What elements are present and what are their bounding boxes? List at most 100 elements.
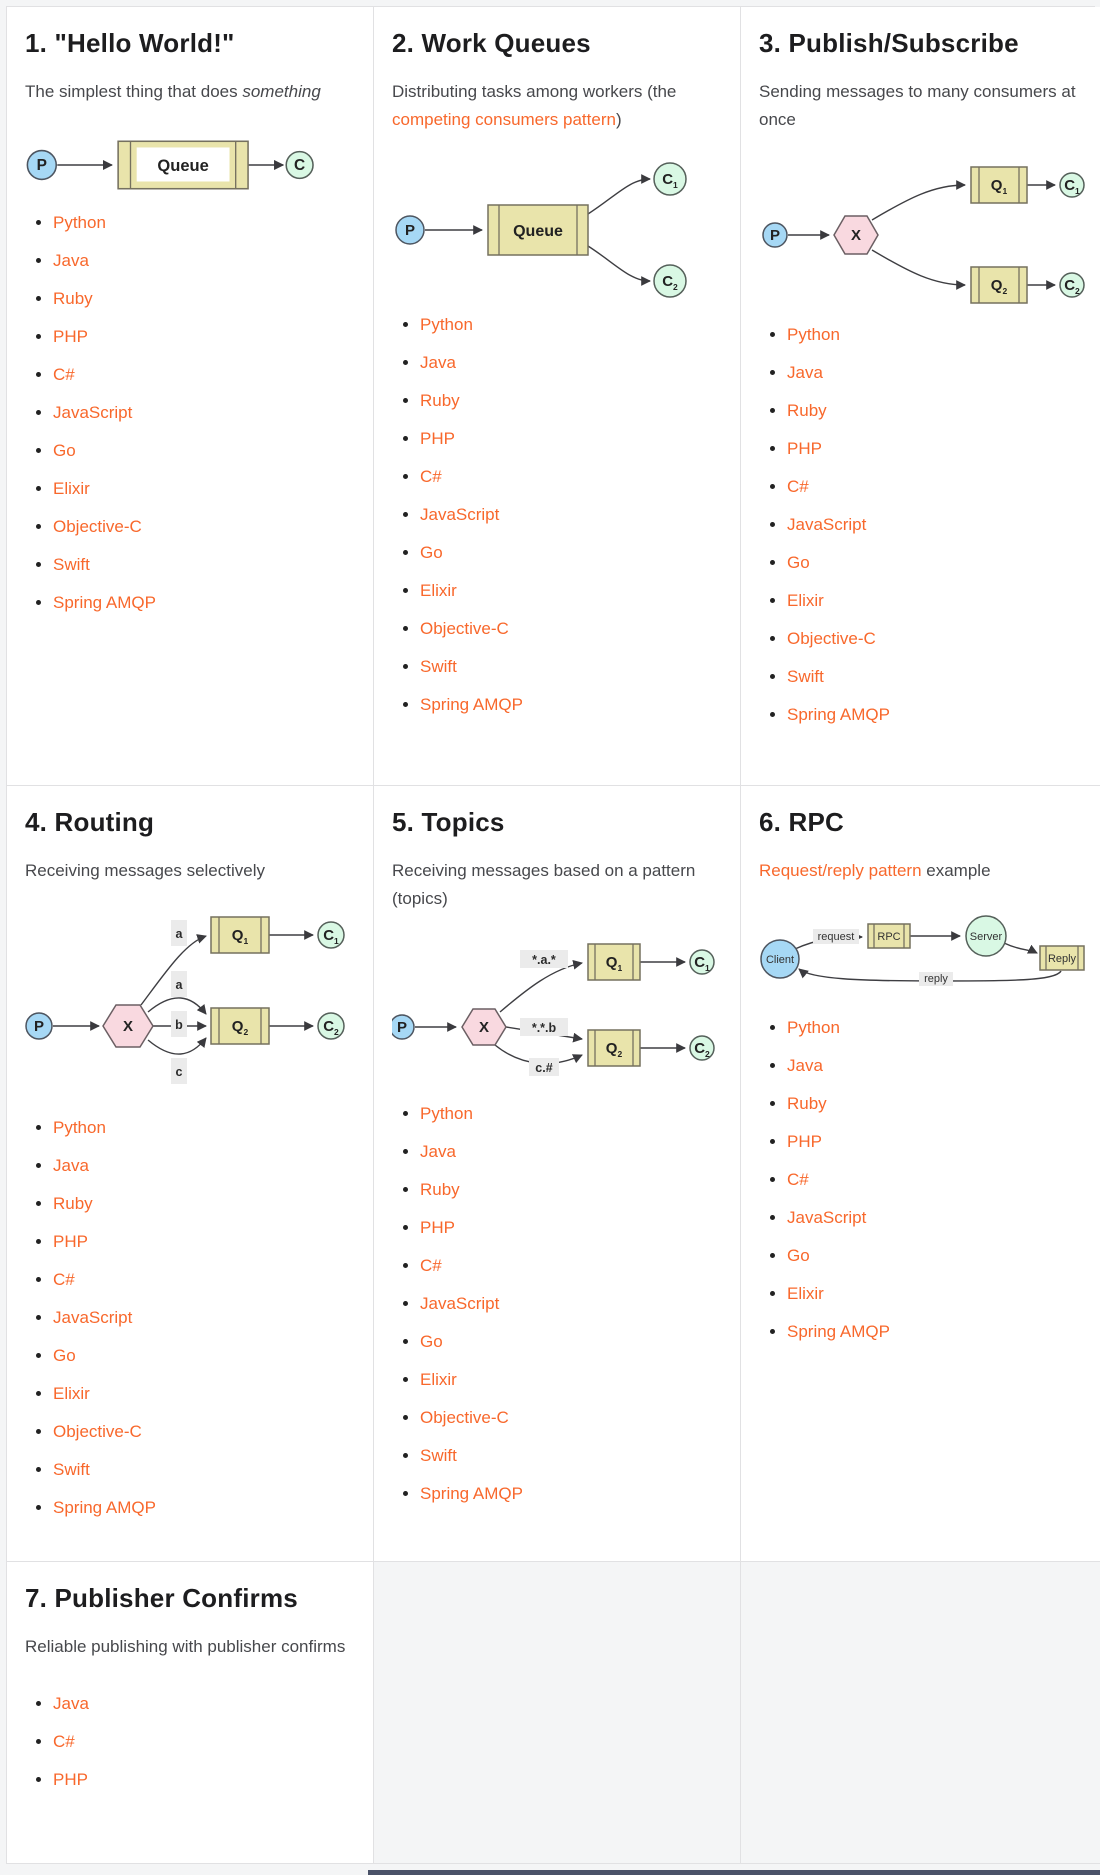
svg-text:Queue: Queue	[513, 223, 563, 240]
language-link[interactable]: Spring AMQP	[53, 592, 156, 612]
card-publisher-confirms: 7. Publisher Confirms Reliable publishin…	[7, 1562, 374, 1864]
binding-label-a1: a	[171, 919, 187, 946]
language-link[interactable]: JavaScript	[420, 504, 500, 524]
language-link[interactable]: C#	[787, 476, 809, 496]
language-link[interactable]: Elixir	[53, 1383, 90, 1403]
language-link[interactable]: Ruby	[787, 1093, 827, 1113]
language-link[interactable]: Python	[53, 1117, 106, 1137]
language-link[interactable]: Go	[420, 1331, 443, 1351]
language-link[interactable]: Objective-C	[420, 1407, 509, 1427]
language-link[interactable]: Java	[420, 352, 456, 372]
language-link[interactable]: Spring AMQP	[787, 1321, 890, 1341]
language-link[interactable]: Elixir	[787, 590, 824, 610]
language-link[interactable]: Swift	[420, 1445, 457, 1465]
language-item: Swift	[53, 554, 355, 575]
language-item: Spring AMQP	[787, 704, 1089, 725]
language-item: Python	[787, 324, 1089, 345]
language-link[interactable]: Elixir	[420, 580, 457, 600]
language-link[interactable]: Objective-C	[53, 516, 142, 536]
language-link[interactable]: Spring AMQP	[420, 694, 523, 714]
language-link[interactable]: Go	[53, 440, 76, 460]
language-item: Swift	[53, 1459, 355, 1480]
language-item: JavaScript	[420, 1293, 722, 1314]
language-link[interactable]: Ruby	[53, 1193, 93, 1213]
language-link[interactable]: PHP	[53, 326, 88, 346]
language-link[interactable]: Spring AMQP	[420, 1483, 523, 1503]
language-link[interactable]: C#	[53, 364, 75, 384]
language-link[interactable]: Go	[53, 1345, 76, 1365]
language-link[interactable]: JavaScript	[53, 1307, 133, 1327]
language-item: JavaScript	[787, 1207, 1089, 1228]
language-link[interactable]: Ruby	[53, 288, 93, 308]
language-link[interactable]: Java	[53, 1693, 89, 1713]
language-link[interactable]: Java	[787, 362, 823, 382]
language-link[interactable]: Go	[787, 1245, 810, 1265]
language-link[interactable]: Java	[420, 1141, 456, 1161]
language-item: Spring AMQP	[53, 1497, 355, 1518]
card-description: Request/reply pattern example	[759, 857, 1089, 885]
svg-text:*.*.b: *.*.b	[532, 1021, 557, 1035]
language-link[interactable]: Python	[787, 1017, 840, 1037]
svg-text:C2: C2	[1064, 277, 1080, 296]
language-link[interactable]: C#	[420, 466, 442, 486]
producer-node: P	[395, 214, 425, 245]
request-reply-pattern-link[interactable]: Request/reply pattern	[759, 860, 922, 880]
language-link[interactable]: Swift	[787, 666, 824, 686]
language-item: Java	[787, 1055, 1089, 1076]
binding-label-a2: a	[171, 970, 187, 997]
language-link[interactable]: C#	[420, 1255, 442, 1275]
language-link[interactable]: PHP	[420, 1217, 455, 1237]
language-item: Elixir	[53, 478, 355, 499]
topics-diagram: *.a.* *.*.b c.# P X	[392, 939, 722, 1089]
language-link[interactable]: Objective-C	[53, 1421, 142, 1441]
exchange-node: X	[833, 214, 879, 255]
language-link[interactable]: Objective-C	[420, 618, 509, 638]
language-item: Go	[787, 1245, 1089, 1266]
edge-queue-consumer1	[587, 173, 651, 215]
language-link[interactable]: JavaScript	[787, 1207, 867, 1227]
language-link[interactable]: Elixir	[53, 478, 90, 498]
language-link[interactable]: PHP	[420, 428, 455, 448]
consumer2-node: C2	[317, 1011, 345, 1040]
language-link[interactable]: Spring AMQP	[53, 1497, 156, 1517]
language-item: Go	[420, 1331, 722, 1352]
language-link[interactable]: Java	[787, 1055, 823, 1075]
language-link[interactable]: JavaScript	[420, 1293, 500, 1313]
language-link[interactable]: JavaScript	[787, 514, 867, 534]
language-link[interactable]: Elixir	[420, 1369, 457, 1389]
rpc-diagram: request reply Client RPC	[759, 911, 1089, 1003]
svg-text:Q2: Q2	[606, 1040, 623, 1059]
language-link[interactable]: Swift	[420, 656, 457, 676]
language-link[interactable]: Python	[420, 314, 473, 334]
language-item: Objective-C	[53, 516, 355, 537]
language-item: Elixir	[420, 580, 722, 601]
language-link[interactable]: Java	[53, 250, 89, 270]
language-link[interactable]: PHP	[53, 1769, 88, 1789]
language-link[interactable]: Go	[787, 552, 810, 572]
language-link[interactable]: Ruby	[420, 390, 460, 410]
language-link[interactable]: PHP	[787, 438, 822, 458]
language-item: Ruby	[53, 1193, 355, 1214]
language-link[interactable]: Elixir	[787, 1283, 824, 1303]
language-link[interactable]: Ruby	[420, 1179, 460, 1199]
language-link[interactable]: C#	[53, 1269, 75, 1289]
language-link[interactable]: Go	[420, 542, 443, 562]
language-link[interactable]: Spring AMQP	[787, 704, 890, 724]
language-link[interactable]: PHP	[53, 1231, 88, 1251]
language-link[interactable]: Objective-C	[787, 628, 876, 648]
language-link[interactable]: Swift	[53, 1459, 90, 1479]
card-description: Receiving messages selectively	[25, 860, 265, 880]
language-link[interactable]: C#	[787, 1169, 809, 1189]
language-link[interactable]: Python	[787, 324, 840, 344]
work-queues-diagram: P Queue C1 C2	[392, 160, 722, 300]
competing-consumers-link[interactable]: competing consumers pattern	[392, 109, 616, 129]
language-link[interactable]: Python	[420, 1103, 473, 1123]
language-link[interactable]: Ruby	[787, 400, 827, 420]
language-link[interactable]: Java	[53, 1155, 89, 1175]
language-link[interactable]: C#	[53, 1731, 75, 1751]
language-link[interactable]: Swift	[53, 554, 90, 574]
language-link[interactable]: Python	[53, 212, 106, 232]
svg-text:Q2: Q2	[232, 1018, 249, 1037]
language-link[interactable]: PHP	[787, 1131, 822, 1151]
language-link[interactable]: JavaScript	[53, 402, 133, 422]
